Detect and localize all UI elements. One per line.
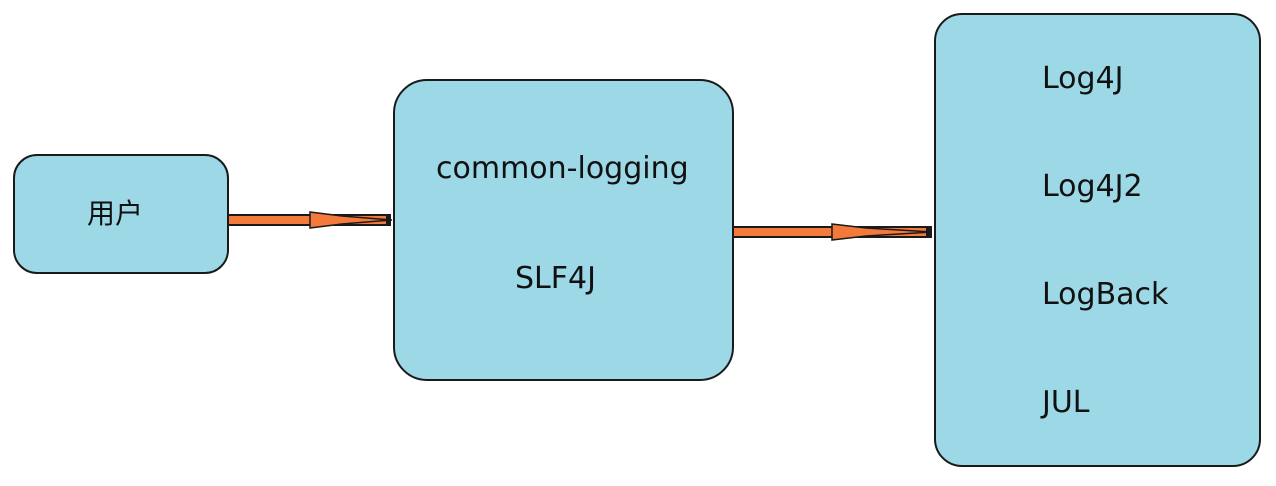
impl-label-jul: JUL xyxy=(1042,385,1090,420)
user-node-label: 用户 xyxy=(86,197,143,230)
facade-label-slf4j: SLF4J xyxy=(515,261,596,296)
user-node: 用户 xyxy=(13,154,229,274)
arrow-user-to-facade xyxy=(229,211,393,229)
impl-label-log4j2: Log4J2 xyxy=(1042,169,1143,204)
arrow-facade-to-impl xyxy=(734,223,933,241)
facade-label-common-logging: common-logging xyxy=(436,151,689,186)
arrow-facade-to-impl-head xyxy=(831,223,933,241)
arrow-user-to-facade-head xyxy=(309,211,393,229)
implementations-node: Log4J Log4J2 LogBack JUL xyxy=(934,13,1261,467)
impl-label-logback: LogBack xyxy=(1042,277,1169,312)
facade-node: common-logging SLF4J xyxy=(393,79,734,381)
impl-label-log4j: Log4J xyxy=(1042,61,1124,96)
